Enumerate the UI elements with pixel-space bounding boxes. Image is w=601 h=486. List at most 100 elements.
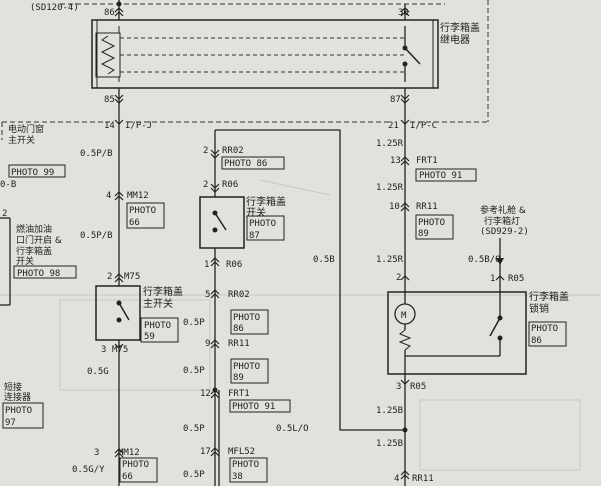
photo-89-line1: PHOTO: [233, 362, 260, 372]
rr11-pin: 9: [205, 339, 210, 349]
conn-21: 21: [388, 121, 399, 131]
top-wires: [118, 0, 406, 20]
r05: R05: [508, 274, 524, 284]
photo-86c-line1: PHOTO: [531, 324, 558, 334]
r05b-pin: 3: [396, 382, 401, 392]
photo-86b-line1: PHOTO: [233, 313, 260, 323]
fuel-label-2: 口门开启 &: [16, 234, 62, 246]
photo-38-line2: 38: [232, 472, 243, 482]
mm12b-pin: 3: [94, 448, 99, 458]
ref-sd929: (SD929-2): [480, 227, 529, 237]
main-switch-label-1: 行李箱盖: [143, 285, 183, 298]
r06-pin: 2: [203, 180, 208, 190]
wire-c-1: 1.25R: [376, 139, 404, 149]
short-label-1: 短接: [4, 381, 22, 393]
wire-b: [214, 129, 405, 486]
fuel-pin: 2: [2, 209, 7, 219]
photo-86b-line2: 86: [233, 324, 244, 334]
photo-59-line1: PHOTO: [144, 321, 171, 331]
relay-pin-87: 87: [390, 95, 401, 105]
short-label-2: 连接器: [4, 391, 31, 403]
photo-97-line2: 97: [5, 418, 16, 428]
frt1c: FRT1: [416, 156, 438, 166]
main-switch: [95, 285, 141, 341]
lock-pin-1: 1: [490, 274, 495, 284]
mm12: MM12: [127, 191, 149, 201]
wire-c-2: 1.25R: [376, 183, 404, 193]
wire-a-2: 0.5P/B: [80, 231, 113, 241]
rr02-pin: 2: [203, 146, 208, 156]
photo-66b-line2: 66: [122, 472, 133, 482]
wire-c-lamp: 0.5B/O: [468, 255, 501, 265]
m75-pin: 2: [107, 272, 112, 282]
rr11: RR11: [228, 339, 250, 349]
mm12-pin: 4: [106, 191, 111, 201]
rr11c-pin: 10: [389, 202, 400, 212]
wire-b-3: 0.5P: [183, 424, 205, 434]
junction-dot: [212, 387, 218, 393]
ref-lamp-label-2: 行李箱灯: [484, 215, 520, 227]
r06b-pin: 1: [204, 260, 209, 270]
photo-89-line2: 89: [233, 373, 244, 383]
power-window-label-1: 电动门窗: [8, 123, 44, 135]
frt1c-pin: 13: [390, 156, 401, 166]
fuel-label-3: 行李箱盖: [16, 245, 52, 257]
r06b: R06: [226, 260, 242, 270]
photo-91: PHOTO 91: [232, 402, 275, 412]
fuel-label-4: 开关: [16, 255, 34, 267]
mm12b: MM12: [118, 448, 140, 458]
lock-pin-2: 2: [396, 273, 401, 283]
junction-dot: [402, 427, 408, 433]
photo-87-line1: PHOTO: [249, 219, 276, 229]
photo-boxes: [2, 156, 567, 483]
photo-66-line1: PHOTO: [129, 206, 156, 216]
relay-legs: [118, 88, 406, 125]
conn-14: 14: [104, 121, 115, 131]
rr11b-pin: 4: [394, 474, 399, 484]
wire-b-1: 0.5P: [183, 318, 205, 328]
wire-a-3: 0.5G: [87, 367, 109, 377]
relay-pin-86: 86: [104, 8, 115, 18]
wire-c-3: 1.25R: [376, 255, 404, 265]
main-switch-label-2: 主开关: [143, 297, 173, 310]
mfl52: MFL52: [228, 447, 255, 457]
lid-switch-label-2: 开关: [246, 206, 266, 219]
relay-label-1: 行李箱盖: [440, 21, 480, 34]
photo-91c: PHOTO 91: [419, 171, 462, 181]
lid-switch: [199, 196, 245, 249]
wire-b-3b: 0.5L/O: [276, 424, 309, 434]
relay-pin-30: 30: [398, 8, 409, 18]
wire-b-loop: 0.5B: [313, 255, 335, 265]
relay-pin-85: 85: [104, 95, 115, 105]
rr02b: RR02: [228, 290, 250, 300]
wire-a-1: 0.5P/B: [80, 149, 113, 159]
conn-ipj: I/P-J: [125, 121, 152, 131]
rr02b-pin: 5: [205, 290, 210, 300]
rr11b: RR11: [412, 474, 434, 484]
relay-box: [91, 19, 439, 89]
left-partial-boxes: [0, 217, 11, 306]
photo-89c-line2: 89: [418, 229, 429, 239]
r05b: R05: [410, 382, 426, 392]
photo-38-line1: PHOTO: [232, 460, 259, 470]
frt1: FRT1: [228, 389, 250, 399]
lid-lock: M: [387, 291, 527, 375]
wire-c-4: 1.25B: [376, 406, 403, 416]
relay-label-2: 继电器: [440, 33, 470, 46]
ref-lamp-label-1: 参考礼舱 &: [480, 204, 526, 216]
wire-a-4: 0.5G/Y: [72, 465, 105, 475]
dashed-enclosure: [1, 0, 489, 140]
photo-66-line2: 66: [129, 218, 140, 228]
photo-86c-line2: 86: [531, 336, 542, 346]
mfl52-pin: 17: [200, 447, 211, 457]
connector-chevrons: [114, 7, 505, 480]
power-window-label-2: 主开关: [8, 134, 35, 146]
photo-86: PHOTO 86: [224, 159, 267, 169]
photo-97-line1: PHOTO: [5, 406, 32, 416]
wire-b-4: 0.5P: [183, 470, 205, 480]
photo-87-line2: 87: [249, 231, 260, 241]
photo-99: PHOTO 99: [11, 168, 54, 178]
frt1-pin: 12: [200, 389, 211, 399]
